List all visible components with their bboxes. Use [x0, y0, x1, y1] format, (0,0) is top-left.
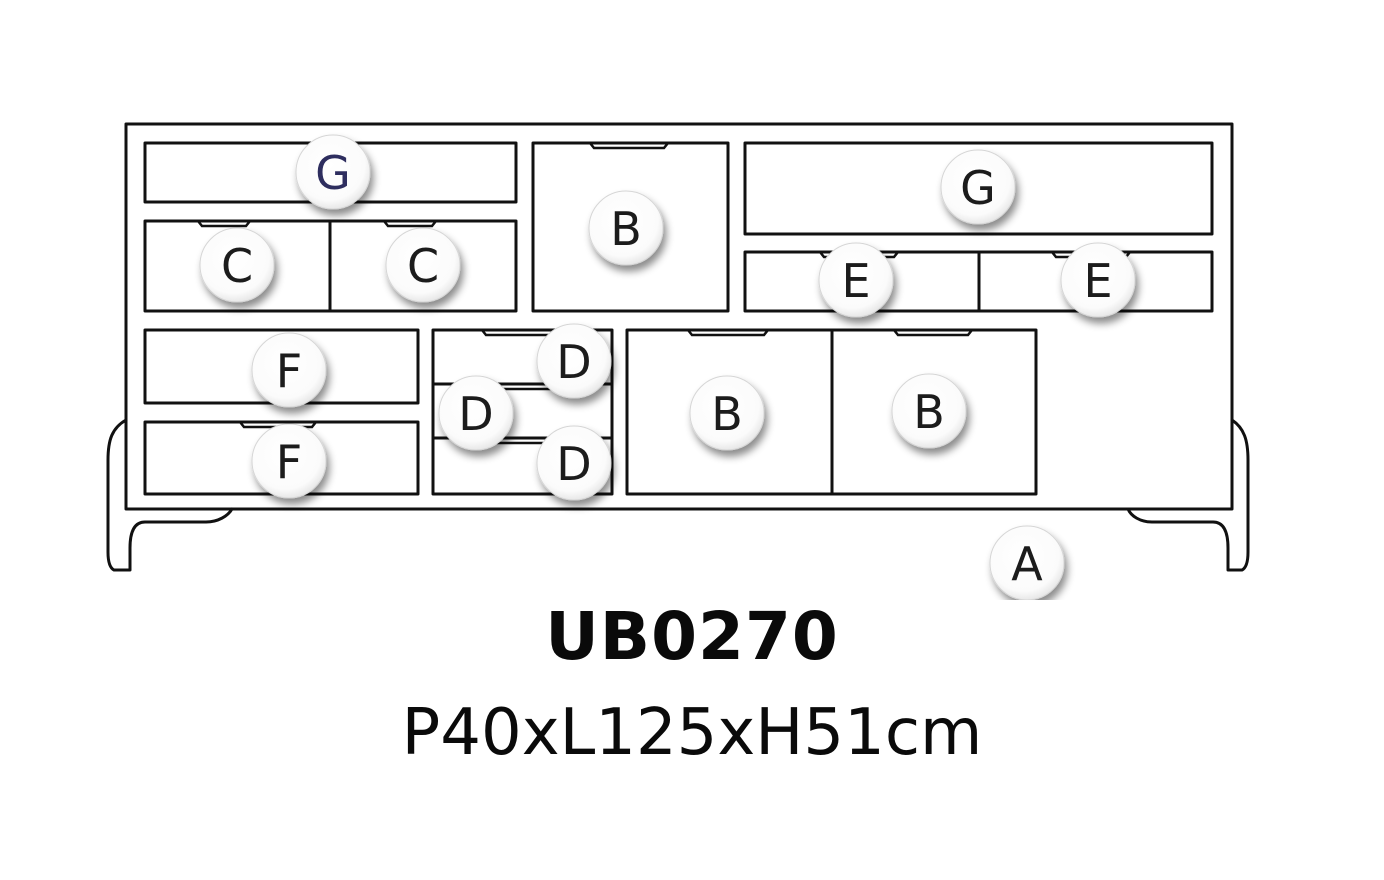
label-text: D: [458, 387, 493, 441]
label-badge-c-left: C: [199, 227, 275, 303]
model-code: UB0270: [545, 598, 839, 675]
drawer-c-right: [328, 219, 518, 313]
furniture-diagram: G B G C C E E F F D D D: [106, 122, 1250, 600]
label-badge-b-top: B: [588, 190, 664, 266]
cabinet-body: [124, 122, 1234, 511]
label-text: F: [276, 344, 302, 398]
leg-left: [106, 418, 234, 572]
label-text: D: [556, 335, 591, 389]
label-badge-b-lower-left: B: [689, 375, 765, 451]
label-badge-e-right: E: [1060, 242, 1136, 318]
label-text: E: [1083, 254, 1112, 308]
label-text: C: [221, 239, 253, 293]
leg-right: [1126, 418, 1250, 572]
label-badge-d-top: D: [536, 323, 612, 399]
label-text: A: [1011, 537, 1043, 591]
label-text: G: [315, 146, 351, 200]
label-badge-d-bottom: D: [536, 425, 612, 501]
drawer-b-lower-right: [830, 328, 1038, 496]
label-text: F: [276, 435, 302, 489]
label-text: G: [960, 161, 996, 215]
label-badge-f-bottom: F: [251, 423, 327, 499]
label-text: B: [913, 385, 945, 439]
label-text: D: [556, 437, 591, 491]
drawer-b-top: [531, 141, 730, 313]
label-badge-g-left: G: [295, 134, 371, 210]
label-text: B: [711, 387, 743, 441]
label-badge-d-middle: D: [438, 375, 514, 451]
label-badge-g-right: G: [940, 149, 1016, 225]
label-badge-f-top: F: [251, 332, 327, 408]
label-badge-c-right: C: [385, 227, 461, 303]
label-badge-b-lower-right: B: [891, 373, 967, 449]
label-badge-e-left: E: [818, 242, 894, 318]
label-text: E: [841, 254, 870, 308]
drawer-g-right: [743, 141, 1214, 236]
label-text: B: [610, 202, 642, 256]
label-badge-a: A: [989, 525, 1065, 600]
label-text: C: [407, 239, 439, 293]
dimensions-text: P40xL125xH51cm: [401, 696, 983, 770]
